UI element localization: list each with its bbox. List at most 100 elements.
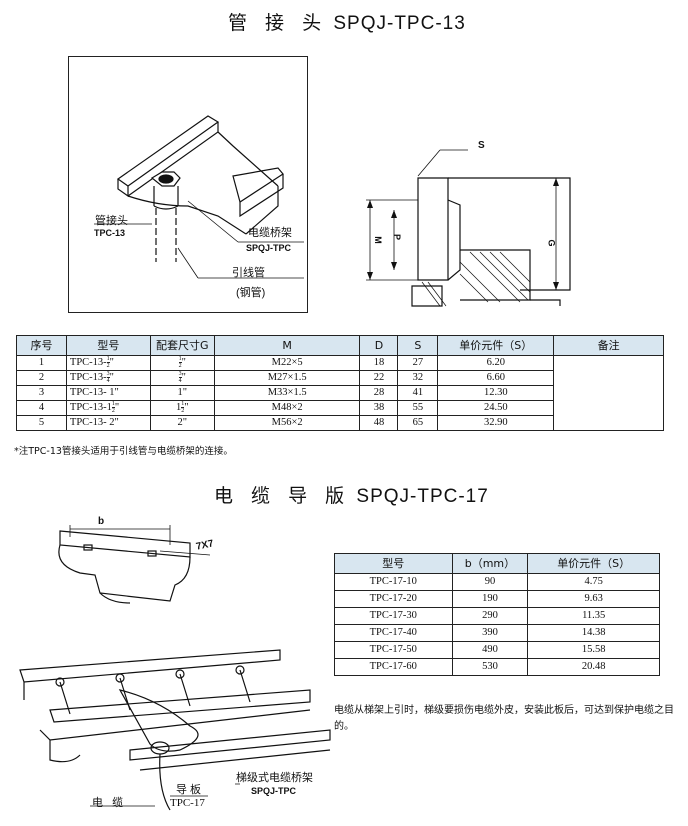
dim-m: M: [372, 236, 383, 244]
header-s: S: [397, 335, 439, 356]
cell-s: 55: [397, 400, 439, 416]
cell-no: 2: [16, 370, 67, 386]
cell-s: 27: [397, 355, 439, 371]
cell-model: TPC-13- 2": [65, 415, 151, 431]
header-no: 序号: [16, 335, 67, 356]
cell-remark: [553, 355, 664, 431]
cell-price: 12.30: [437, 385, 555, 401]
header-g: 配套尺寸G: [149, 335, 215, 356]
cell-price: 32.90: [437, 415, 555, 431]
header-price: 单价元件（S）: [527, 553, 660, 574]
label-fitting-code: TPC-13: [94, 228, 126, 238]
cell-price: 14.38: [527, 624, 660, 642]
cell-b: 490: [451, 641, 529, 659]
guide-table-header: 型号 b（mm） 单价元件（S）: [334, 553, 660, 574]
fitting-dimension-drawing: [366, 149, 571, 307]
label-guide: 导 板: [176, 784, 202, 796]
label-guide-code: TPC-17: [170, 797, 205, 809]
fitting-note: *注TPC-13管接头适用于引线管与电缆桥架的连接。: [14, 446, 233, 457]
cell-s: 65: [397, 415, 439, 431]
label-cable: 电 缆: [92, 797, 124, 809]
header-model: 型号: [334, 553, 453, 574]
header-b: b（mm）: [451, 553, 529, 574]
header-d: D: [359, 335, 399, 356]
section1-title-cn: 管 接 头: [228, 12, 328, 34]
cell-price: 4.75: [527, 573, 660, 591]
cell-b: 530: [451, 658, 529, 676]
cell-b: 390: [451, 624, 529, 642]
guide-plate-drawing: [58, 525, 211, 604]
cell-b: 290: [451, 607, 529, 625]
label-b: b: [98, 516, 105, 527]
label-tray: 电缆桥架: [248, 227, 292, 239]
cell-m: M48×2: [213, 400, 361, 416]
dim-g: G: [546, 239, 557, 247]
label-pipe-sub: (钢管): [236, 287, 266, 299]
fitting-table-header: 序号 型号 配套尺寸G M D S 单价元件（S） 备注: [16, 335, 664, 356]
cell-d: 38: [359, 400, 399, 416]
ladder-tray-drawing: [19, 649, 331, 811]
cell-price: 6.20: [437, 355, 555, 371]
label-fitting: 管接头: [95, 215, 128, 227]
cell-model: TPC-13- 1": [65, 385, 151, 401]
cell-price: 9.63: [527, 590, 660, 608]
cell-no: 1: [16, 355, 67, 371]
cell-s: 32: [397, 370, 439, 386]
section2-leader-lines: [90, 783, 240, 807]
cell-m: M56×2: [213, 415, 361, 431]
cell-model: TPC-17-50: [334, 641, 453, 659]
cell-b: 190: [451, 590, 529, 608]
cell-d: 48: [359, 415, 399, 431]
dim-p: P: [392, 233, 403, 241]
cell-d: 28: [359, 385, 399, 401]
cell-price: 24.50: [437, 400, 555, 416]
label-pipe: 引线管: [232, 267, 265, 279]
cell-b: 90: [451, 573, 529, 591]
fitting-illustration: [94, 115, 304, 279]
cell-model: TPC-17-10: [334, 573, 453, 591]
cell-m: M27×1.5: [213, 370, 361, 386]
cell-model: TPC-17-20: [334, 590, 453, 608]
cell-price: 6.60: [437, 370, 555, 386]
cell-price: 15.58: [527, 641, 660, 659]
header-price: 单价元件（S）: [437, 335, 555, 356]
cell-s: 41: [397, 385, 439, 401]
cell-no: 4: [16, 400, 67, 416]
cell-price: 20.48: [527, 658, 660, 676]
section1-title: 管 接 头 SPQJ-TPC-13: [228, 8, 466, 35]
header-remark: 备注: [553, 335, 664, 356]
label-ladder-code: SPQJ-TPC: [251, 786, 297, 796]
guide-description: 电缆从梯架上引时，梯级要损伤电缆外皮，安装此板后，可达到保护电缆之目的。: [334, 705, 674, 732]
section1-title-code: SPQJ-TPC-13: [333, 13, 466, 34]
section2-title: 电 缆 导 版 SPQJ-TPC-17: [214, 481, 489, 508]
dim-s: S: [478, 140, 485, 151]
header-model: 型号: [65, 335, 151, 356]
cell-no: 3: [16, 385, 67, 401]
header-m: M: [213, 335, 361, 356]
cell-model: TPC-17-30: [334, 607, 453, 625]
cell-model: TPC-17-60: [334, 658, 453, 676]
label-tray-code: SPQJ-TPC: [246, 243, 292, 253]
cell-d: 22: [359, 370, 399, 386]
cell-m: M22×5: [213, 355, 361, 371]
section2-title-cn: 电 缆 导 版: [214, 485, 351, 507]
cell-price: 11.35: [527, 607, 660, 625]
